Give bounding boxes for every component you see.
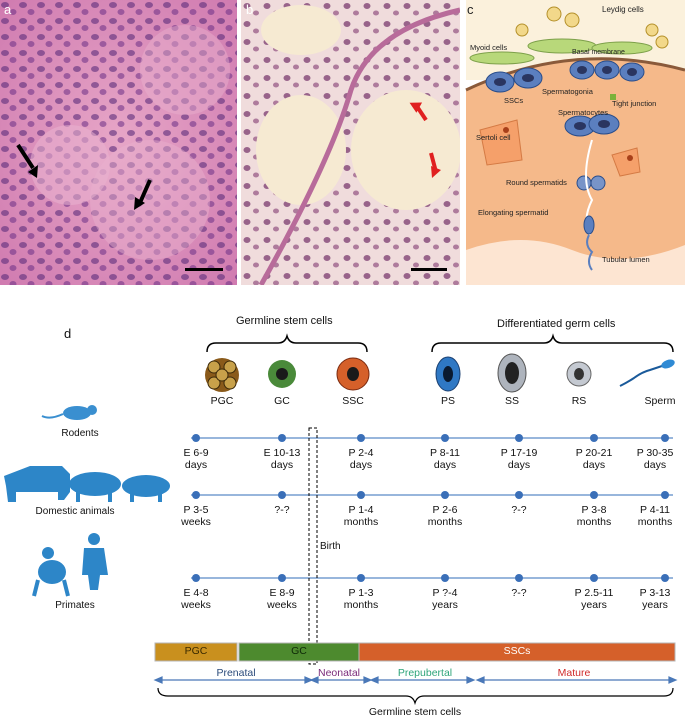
- sperm-icon: [619, 359, 675, 387]
- birth-marker: [308, 427, 318, 665]
- panel-b: b: [241, 0, 461, 287]
- ps-cell-icon: [435, 356, 461, 392]
- panel-a: a: [0, 0, 237, 285]
- panel-letter-b: b: [246, 2, 254, 17]
- cell-label-ps: PS: [440, 395, 455, 407]
- rs-cell-icon: [566, 361, 592, 387]
- bottom-group-label: Germline stem cells: [368, 706, 462, 718]
- ssc-cell-icon: [336, 357, 370, 391]
- species-label-primates: Primates: [55, 600, 95, 611]
- label-elongating-spermatid: Elongating spermatid: [478, 208, 548, 217]
- tubule-schematic: Leydig cells Myoid cells Basal membrane …: [462, 0, 685, 285]
- cell-label-ssc: SSC: [342, 395, 364, 407]
- cell-label-ss: SS: [504, 395, 519, 407]
- arrow-icon: [28, 165, 38, 178]
- primates-icon: [32, 533, 108, 597]
- panel-letter-d: d: [64, 326, 72, 341]
- label-tight-junction: Tight junction: [612, 99, 656, 108]
- histology-image-a: [0, 0, 237, 285]
- scale-bar: [411, 268, 447, 271]
- timepoint: ?-?: [274, 504, 290, 516]
- cell-label-gc: GC: [274, 395, 290, 407]
- group-label-germline: Germline stem cells: [236, 315, 333, 327]
- timepoint: ?-?: [511, 587, 527, 599]
- group-label-differentiated: Differentiated germ cells: [497, 318, 616, 330]
- rodent-icon: [41, 405, 97, 420]
- birth-label: Birth: [320, 541, 341, 552]
- bar-label-pgc: PGC: [184, 645, 208, 657]
- phase-label-prepubertal: Prepubertal: [397, 667, 453, 679]
- gc-cell-icon: [268, 360, 296, 388]
- scale-bar: [185, 268, 223, 271]
- cell-label-sperm: Sperm: [644, 395, 676, 407]
- label-myoid: Myoid cells: [470, 43, 507, 52]
- phase-label-neonatal: Neonatal: [317, 667, 361, 679]
- species-label-rodents: Rodents: [61, 428, 99, 439]
- phase-label-mature: Mature: [557, 667, 591, 679]
- bar-label-sscs: SSCs: [503, 645, 531, 657]
- label-leydig: Leydig cells: [602, 5, 644, 14]
- bar-pgc: [154, 642, 238, 662]
- phase-label-prenatal: Prenatal: [216, 667, 256, 679]
- label-spermatogonia: Spermatogonia: [542, 87, 594, 96]
- bar-sscs: [358, 642, 676, 662]
- species-label-domestic: Domestic animals: [35, 506, 115, 517]
- panel-c: Leydig cells Myoid cells Basal membrane …: [462, 0, 685, 285]
- label-sertoli: Sertoli cell: [476, 133, 511, 142]
- cell-label-pgc: PGC: [210, 395, 234, 407]
- panel-letter-c: c: [467, 2, 474, 17]
- ss-cell-icon: [497, 353, 527, 393]
- label-round-spermatids: Round spermatids: [506, 178, 567, 187]
- histology-image-b: [241, 0, 461, 287]
- label-spermatocytes: Spermatocytes: [558, 108, 608, 117]
- panel-letter-a: a: [4, 2, 12, 17]
- timeline-dots: [192, 434, 669, 582]
- pgc-cell-icon: [205, 358, 239, 392]
- label-tubular-lumen: Tubular lumen: [602, 255, 650, 264]
- label-sscs: SSCs: [504, 96, 523, 105]
- cell-label-rs: RS: [571, 395, 587, 407]
- bar-label-gc: GC: [291, 645, 307, 657]
- label-basal: Basal membrane: [572, 49, 625, 56]
- timepoint: ?-?: [511, 504, 527, 516]
- domestic-animals-icon: [4, 466, 170, 502]
